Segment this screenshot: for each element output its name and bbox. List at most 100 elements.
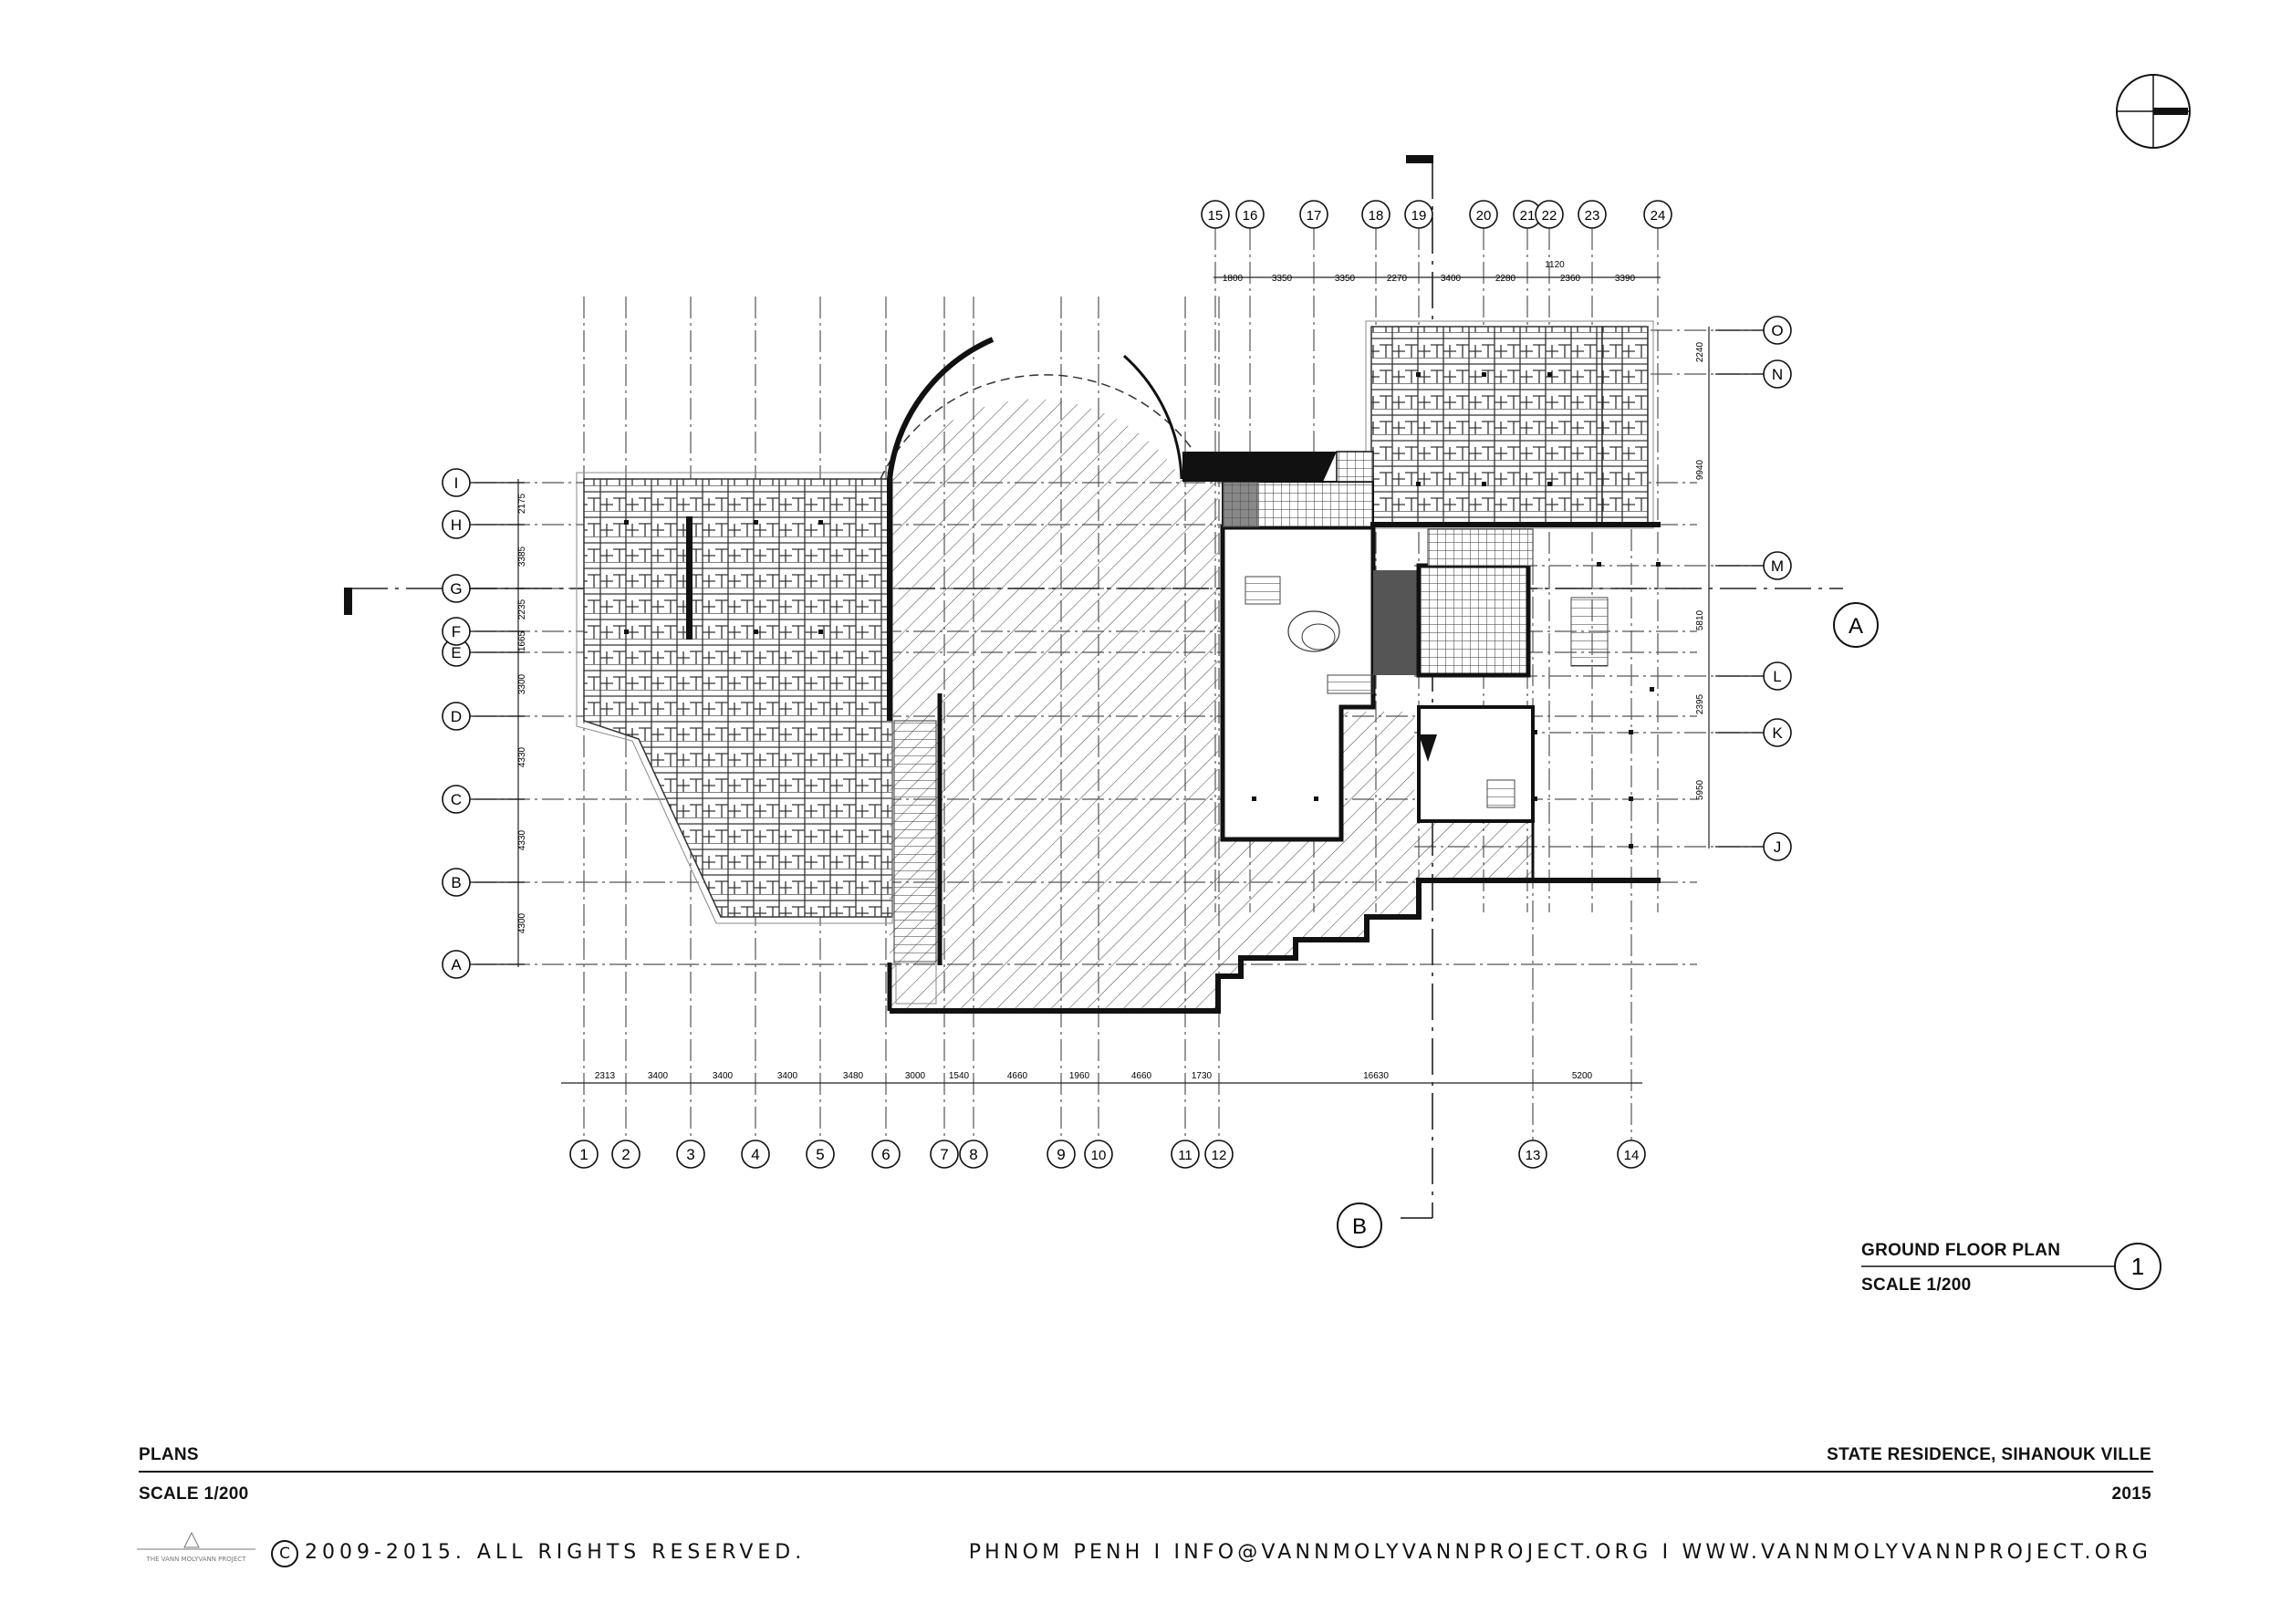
dimension-label: 2270 bbox=[1387, 274, 1408, 284]
footer-left-scale: SCALE 1/200 bbox=[139, 1484, 249, 1504]
main-building bbox=[880, 337, 1661, 1014]
west-terrace bbox=[576, 472, 893, 924]
dimension-label: 3000 bbox=[905, 1071, 926, 1081]
grid-bubble-F: F bbox=[442, 617, 471, 646]
north-arrow-icon bbox=[2116, 74, 2191, 149]
section-marker-a-label: A bbox=[1849, 614, 1863, 639]
copyright-text: 2009-2015. ALL RIGHTS RESERVED. bbox=[305, 1541, 807, 1564]
grid-bubble-24-label: 24 bbox=[1651, 208, 1666, 224]
svg-text:THE VANN MOLYVANN PROJECT: THE VANN MOLYVANN PROJECT bbox=[146, 1556, 247, 1563]
grid-bubbles-right: J K L M N O bbox=[1715, 316, 1792, 861]
dimension-label: 3400 bbox=[1441, 274, 1462, 284]
grid-bubble-O-label: O bbox=[1771, 322, 1783, 339]
contact-info: PHNOM PENH I INFO@VANNMOLYVANNPROJECT.OR… bbox=[968, 1541, 2151, 1564]
grid-bubble-G: G bbox=[442, 574, 471, 603]
grid-bubble-15: 15 bbox=[1201, 200, 1230, 229]
grid-bubble-3: 3 bbox=[676, 1140, 705, 1169]
grid-bubble-N-label: N bbox=[1772, 366, 1783, 383]
section-marker-b: B bbox=[1337, 1202, 1432, 1248]
grid-bubble-C-label: C bbox=[451, 791, 462, 808]
grid-bubble-17: 17 bbox=[1299, 200, 1328, 229]
grid-bubble-J-label: J bbox=[1774, 838, 1782, 856]
dimension-lines bbox=[517, 276, 1710, 1084]
grid-bubble-12-label: 12 bbox=[1212, 1148, 1227, 1163]
plan-number-bubble: 1 bbox=[1861, 1243, 2161, 1290]
dimension-label: 1800 bbox=[1223, 274, 1244, 284]
dimension-label: 16630 bbox=[1363, 1071, 1389, 1081]
dimension-label: 2175 bbox=[517, 493, 527, 514]
grid-bubble-12: 12 bbox=[1204, 1140, 1234, 1169]
section-mark-icon bbox=[344, 588, 352, 615]
grid-bubble-19-label: 19 bbox=[1411, 208, 1427, 224]
grid-bubble-2-label: 2 bbox=[621, 1146, 630, 1163]
grid-bubble-8-label: 8 bbox=[969, 1146, 977, 1163]
grid-bubble-5-label: 5 bbox=[816, 1146, 824, 1163]
footer-year: 2015 bbox=[2111, 1484, 2151, 1504]
grid-bubble-11-label: 11 bbox=[1178, 1148, 1193, 1163]
dimension-label: 4300 bbox=[517, 912, 527, 933]
footer-left-title: PLANS bbox=[139, 1445, 199, 1464]
grid-bubble-K-label: K bbox=[1772, 724, 1783, 742]
grid-bubble-I-label: I bbox=[454, 474, 459, 492]
grid-bubble-16-label: 16 bbox=[1243, 208, 1258, 224]
grid-bubble-K: K bbox=[1763, 718, 1792, 747]
grid-bubble-2: 2 bbox=[611, 1140, 641, 1169]
dimension-label: 3400 bbox=[713, 1071, 734, 1081]
plan-title: GROUND FLOOR PLAN bbox=[1861, 1241, 2061, 1260]
grid-bubble-1-label: 1 bbox=[579, 1146, 588, 1163]
grid-bubble-14: 14 bbox=[1617, 1140, 1646, 1169]
grid-bubble-20: 20 bbox=[1469, 200, 1498, 229]
grid-bubble-O: O bbox=[1763, 316, 1792, 345]
dimension-label: 3400 bbox=[777, 1071, 798, 1081]
section-marker-b-label: B bbox=[1352, 1214, 1367, 1239]
grid-bubble-H: H bbox=[442, 510, 471, 539]
grid-bubble-21-label: 21 bbox=[1520, 208, 1536, 224]
grid-bubble-G-label: G bbox=[450, 580, 462, 598]
footer-right-title: STATE RESIDENCE, SIHANOUK VILLE bbox=[1827, 1445, 2151, 1464]
dimension-label: 2280 bbox=[1495, 274, 1516, 284]
grid-bubble-M-label: M bbox=[1771, 557, 1784, 575]
grid-bubble-5: 5 bbox=[806, 1140, 835, 1169]
dimension-label: 5950 bbox=[1695, 779, 1705, 800]
dimension-label: 5810 bbox=[1695, 609, 1705, 630]
grid-bubble-15-label: 15 bbox=[1208, 208, 1224, 224]
grid-bubble-1: 1 bbox=[569, 1140, 599, 1169]
grid-bubble-22: 22 bbox=[1535, 200, 1564, 229]
grid-bubble-11: 11 bbox=[1171, 1140, 1200, 1169]
grid-bubble-4: 4 bbox=[741, 1140, 770, 1169]
dimension-label: 2395 bbox=[1695, 693, 1705, 714]
grid-bubble-10: 10 bbox=[1084, 1140, 1113, 1169]
dimension-label: 1730 bbox=[1192, 1071, 1213, 1081]
grid-bubble-F-label: F bbox=[452, 623, 461, 640]
dimension-label: 3350 bbox=[1272, 274, 1293, 284]
grid-bubble-L-label: L bbox=[1773, 668, 1781, 685]
grid-bubble-7-label: 7 bbox=[940, 1146, 948, 1163]
grid-bubble-A: A bbox=[442, 950, 471, 979]
grid-bubble-B: B bbox=[442, 868, 471, 897]
dimension-label: 3300 bbox=[517, 673, 527, 694]
grid-bubble-4-label: 4 bbox=[751, 1146, 759, 1163]
east-block bbox=[1373, 528, 1609, 880]
grid-bubble-18: 18 bbox=[1361, 200, 1390, 229]
grid-bubble-D: D bbox=[442, 702, 471, 731]
west-stair bbox=[893, 720, 937, 1005]
grid-bubble-23-label: 23 bbox=[1585, 208, 1600, 224]
grid-bubble-21: 21 bbox=[1513, 200, 1542, 229]
grid-bubble-14-label: 14 bbox=[1624, 1148, 1640, 1163]
section-marker-a: A bbox=[1833, 602, 1879, 648]
north-terrace bbox=[1365, 320, 1654, 529]
vann-molyvann-logo-icon: THE VANN MOLYVANN PROJECT bbox=[137, 1531, 255, 1563]
plan-scale: SCALE 1/200 bbox=[1861, 1275, 1972, 1295]
dimension-label: 1665 bbox=[517, 630, 527, 651]
dimension-label: 1540 bbox=[949, 1071, 970, 1081]
dimension-label: 2235 bbox=[517, 599, 527, 619]
entrance-block bbox=[1182, 451, 1661, 528]
grid-bubble-19: 19 bbox=[1404, 200, 1433, 229]
dimension-label: 1960 bbox=[1069, 1071, 1090, 1081]
grid-bubble-A-label: A bbox=[451, 956, 462, 973]
section-mark-icon bbox=[1406, 155, 1433, 163]
